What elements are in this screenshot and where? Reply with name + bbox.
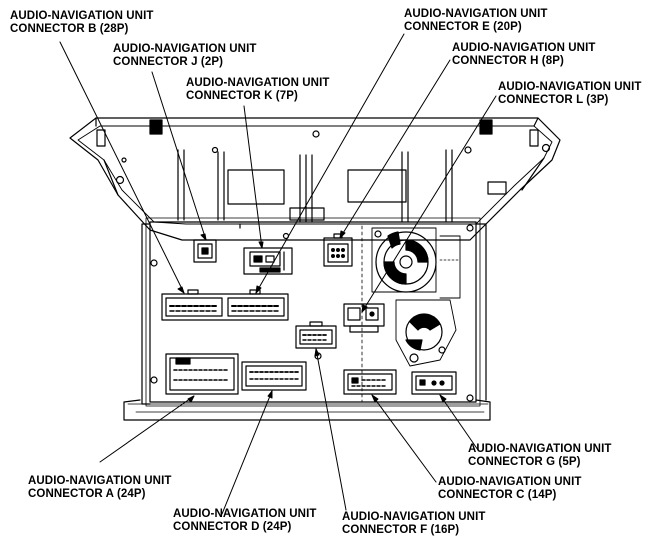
label-connector-f: AUDIO-NAVIGATION UNIT CONNECTOR F (16P) bbox=[342, 511, 486, 537]
label-connector-j-line1: AUDIO-NAVIGATION UNIT bbox=[113, 43, 257, 55]
connector-j bbox=[193, 239, 217, 263]
label-connector-e: AUDIO-NAVIGATION UNIT CONNECTOR E (20P) bbox=[404, 8, 548, 34]
connector-a bbox=[165, 353, 239, 395]
label-connector-a-line1: AUDIO-NAVIGATION UNIT bbox=[28, 475, 172, 487]
label-connector-c-line1: AUDIO-NAVIGATION UNIT bbox=[438, 476, 582, 488]
label-connector-h-line2: CONNECTOR H (8P) bbox=[452, 55, 564, 67]
connector-c bbox=[343, 369, 397, 395]
connector-e bbox=[323, 233, 353, 267]
label-connector-j-line2: CONNECTOR J (2P) bbox=[113, 56, 224, 68]
label-connector-k: AUDIO-NAVIGATION UNIT CONNECTOR K (7P) bbox=[186, 77, 330, 103]
connector-b bbox=[161, 289, 289, 321]
connector-g bbox=[411, 371, 457, 395]
label-connector-k-line1: AUDIO-NAVIGATION UNIT bbox=[186, 77, 330, 89]
label-connector-g-line2: CONNECTOR G (5P) bbox=[468, 456, 581, 468]
upper-bracket bbox=[69, 117, 561, 241]
main-body bbox=[123, 217, 491, 421]
label-connector-h-line1: AUDIO-NAVIGATION UNIT bbox=[452, 42, 596, 54]
label-connector-f-line2: CONNECTOR F (16P) bbox=[342, 524, 460, 536]
label-connector-a-line2: CONNECTOR A (24P) bbox=[28, 488, 146, 500]
label-connector-c: AUDIO-NAVIGATION UNIT CONNECTOR C (14P) bbox=[438, 476, 582, 502]
label-connector-j: AUDIO-NAVIGATION UNIT CONNECTOR J (2P) bbox=[113, 43, 257, 69]
label-connector-l-line2: CONNECTOR L (3P) bbox=[498, 94, 609, 106]
label-connector-b-line2: CONNECTOR B (28P) bbox=[10, 23, 129, 35]
label-connector-g: AUDIO-NAVIGATION UNIT CONNECTOR G (5P) bbox=[468, 443, 612, 469]
label-connector-a: AUDIO-NAVIGATION UNIT CONNECTOR A (24P) bbox=[28, 475, 172, 501]
connector-f bbox=[295, 321, 337, 349]
label-connector-f-line1: AUDIO-NAVIGATION UNIT bbox=[342, 511, 486, 523]
connector-d bbox=[241, 361, 307, 391]
label-connector-l: AUDIO-NAVIGATION UNIT CONNECTOR L (3P) bbox=[498, 81, 642, 107]
label-connector-b-line1: AUDIO-NAVIGATION UNIT bbox=[10, 10, 154, 22]
label-connector-e-line2: CONNECTOR E (20P) bbox=[404, 21, 522, 33]
label-connector-d: AUDIO-NAVIGATION UNIT CONNECTOR D (24P) bbox=[173, 508, 317, 534]
label-connector-g-line1: AUDIO-NAVIGATION UNIT bbox=[468, 443, 612, 455]
label-connector-c-line2: CONNECTOR C (14P) bbox=[438, 489, 557, 501]
fan-assembly bbox=[371, 227, 461, 367]
label-connector-e-line1: AUDIO-NAVIGATION UNIT bbox=[404, 8, 548, 20]
connector-k bbox=[243, 247, 293, 275]
leader-lines bbox=[59, 33, 497, 515]
label-connector-h: AUDIO-NAVIGATION UNIT CONNECTOR H (8P) bbox=[452, 42, 596, 68]
label-connector-b: AUDIO-NAVIGATION UNIT CONNECTOR B (28P) bbox=[10, 10, 154, 36]
connector-h bbox=[343, 303, 385, 333]
label-connector-d-line1: AUDIO-NAVIGATION UNIT bbox=[173, 508, 317, 520]
label-connector-k-line2: CONNECTOR K (7P) bbox=[186, 90, 298, 102]
label-connector-l-line1: AUDIO-NAVIGATION UNIT bbox=[498, 81, 642, 93]
label-connector-d-line2: CONNECTOR D (24P) bbox=[173, 521, 292, 533]
